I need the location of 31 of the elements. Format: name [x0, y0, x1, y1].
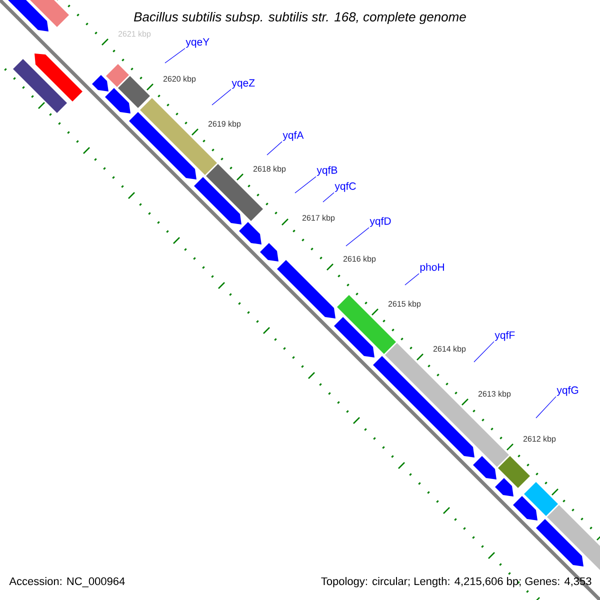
- leader-line: [346, 227, 370, 246]
- tick-label: 2617 kbp: [302, 214, 335, 222]
- tick-label: 2615 kbp: [388, 300, 421, 308]
- accession-text: Accession: NC_000964: [9, 577, 125, 588]
- leader-line: [474, 341, 494, 362]
- leader-line: [322, 192, 334, 202]
- leader-line: [266, 141, 282, 156]
- tick-label: 2621 kbp: [118, 30, 151, 38]
- title: Bacillus subtilis subsp. subtilis str. 168, complete genome: [134, 12, 466, 24]
- gene-label: yqfC: [334, 182, 356, 192]
- leader-line: [164, 48, 186, 64]
- tick-label: 2618 kbp: [253, 166, 286, 174]
- tick-label: 2619 kbp: [208, 120, 241, 128]
- gene-label: yqfD: [370, 217, 391, 227]
- tick-label: 2612 kbp: [523, 436, 556, 444]
- gene-label: yqfB: [316, 166, 338, 176]
- gene-label: yqeZ: [232, 79, 255, 89]
- gene-label: yqeY: [186, 38, 210, 48]
- genome-info-text: Topology: circular; Length: 4,215,606 bp; Genes: 4,353: [321, 577, 592, 588]
- tick-label: 2614 kbp: [433, 346, 466, 354]
- tick-label: 2620 kbp: [163, 76, 196, 84]
- gene-label: yqfG: [556, 386, 578, 396]
- gene-label: phoH: [420, 263, 444, 273]
- tick-label: 2616 kbp: [343, 256, 376, 264]
- gene-label: yqfF: [494, 331, 515, 341]
- leader-line: [404, 273, 420, 286]
- leader-line: [536, 396, 556, 418]
- gene-label: yqfA: [282, 131, 304, 141]
- leader-line: [294, 176, 316, 194]
- tick-label: 2613 kbp: [478, 390, 511, 398]
- leader-line: [212, 89, 232, 106]
